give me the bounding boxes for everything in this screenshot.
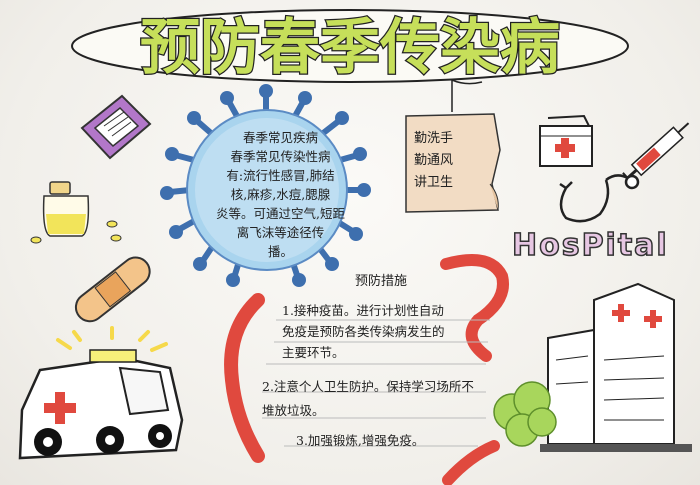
bandage-icon	[74, 256, 151, 323]
medicine-bottle-icon	[30, 181, 122, 244]
hospital-building-icon	[540, 282, 692, 452]
hygiene-tips-text: 勤洗手 勤通风 讲卫生	[414, 131, 454, 190]
svg-text:预防春季传染病: 预防春季传染病	[140, 13, 560, 83]
red-ribbon-decoration	[224, 254, 509, 485]
virus-info-text: 春季常见疾病 春季常见传染性病 有:流行性感冒,肺结 核,麻疹,水痘,腮腺 炎等…	[216, 130, 345, 259]
measures-heading: 预防措施	[355, 274, 408, 289]
bush-icon	[493, 381, 557, 447]
notebook-icon	[80, 94, 152, 160]
syringe-icon	[622, 122, 690, 184]
hospital-sign: HosPital	[511, 227, 669, 264]
ambulance-icon	[18, 326, 184, 460]
virus-icon	[160, 84, 371, 287]
tips-note	[405, 72, 501, 213]
stethoscope-icon	[559, 174, 640, 223]
title-lettering: 预防春季传染病	[71, 9, 629, 84]
poster-title: 预防春季传染病	[70, 6, 630, 86]
first-aid-kit-icon	[539, 114, 593, 167]
measure-item-2: 2.注意个人卫生防护。保持学习场所不 堆放垃圾。	[262, 379, 474, 418]
measure-item-3: 3.加强锻炼,增强免疫。	[296, 433, 425, 448]
measure-item-1: 1.接种疫苗。进行计划性自动 免疫是预防各类传染病发生的 主要环节。	[282, 303, 445, 360]
ruled-lines	[262, 319, 490, 447]
